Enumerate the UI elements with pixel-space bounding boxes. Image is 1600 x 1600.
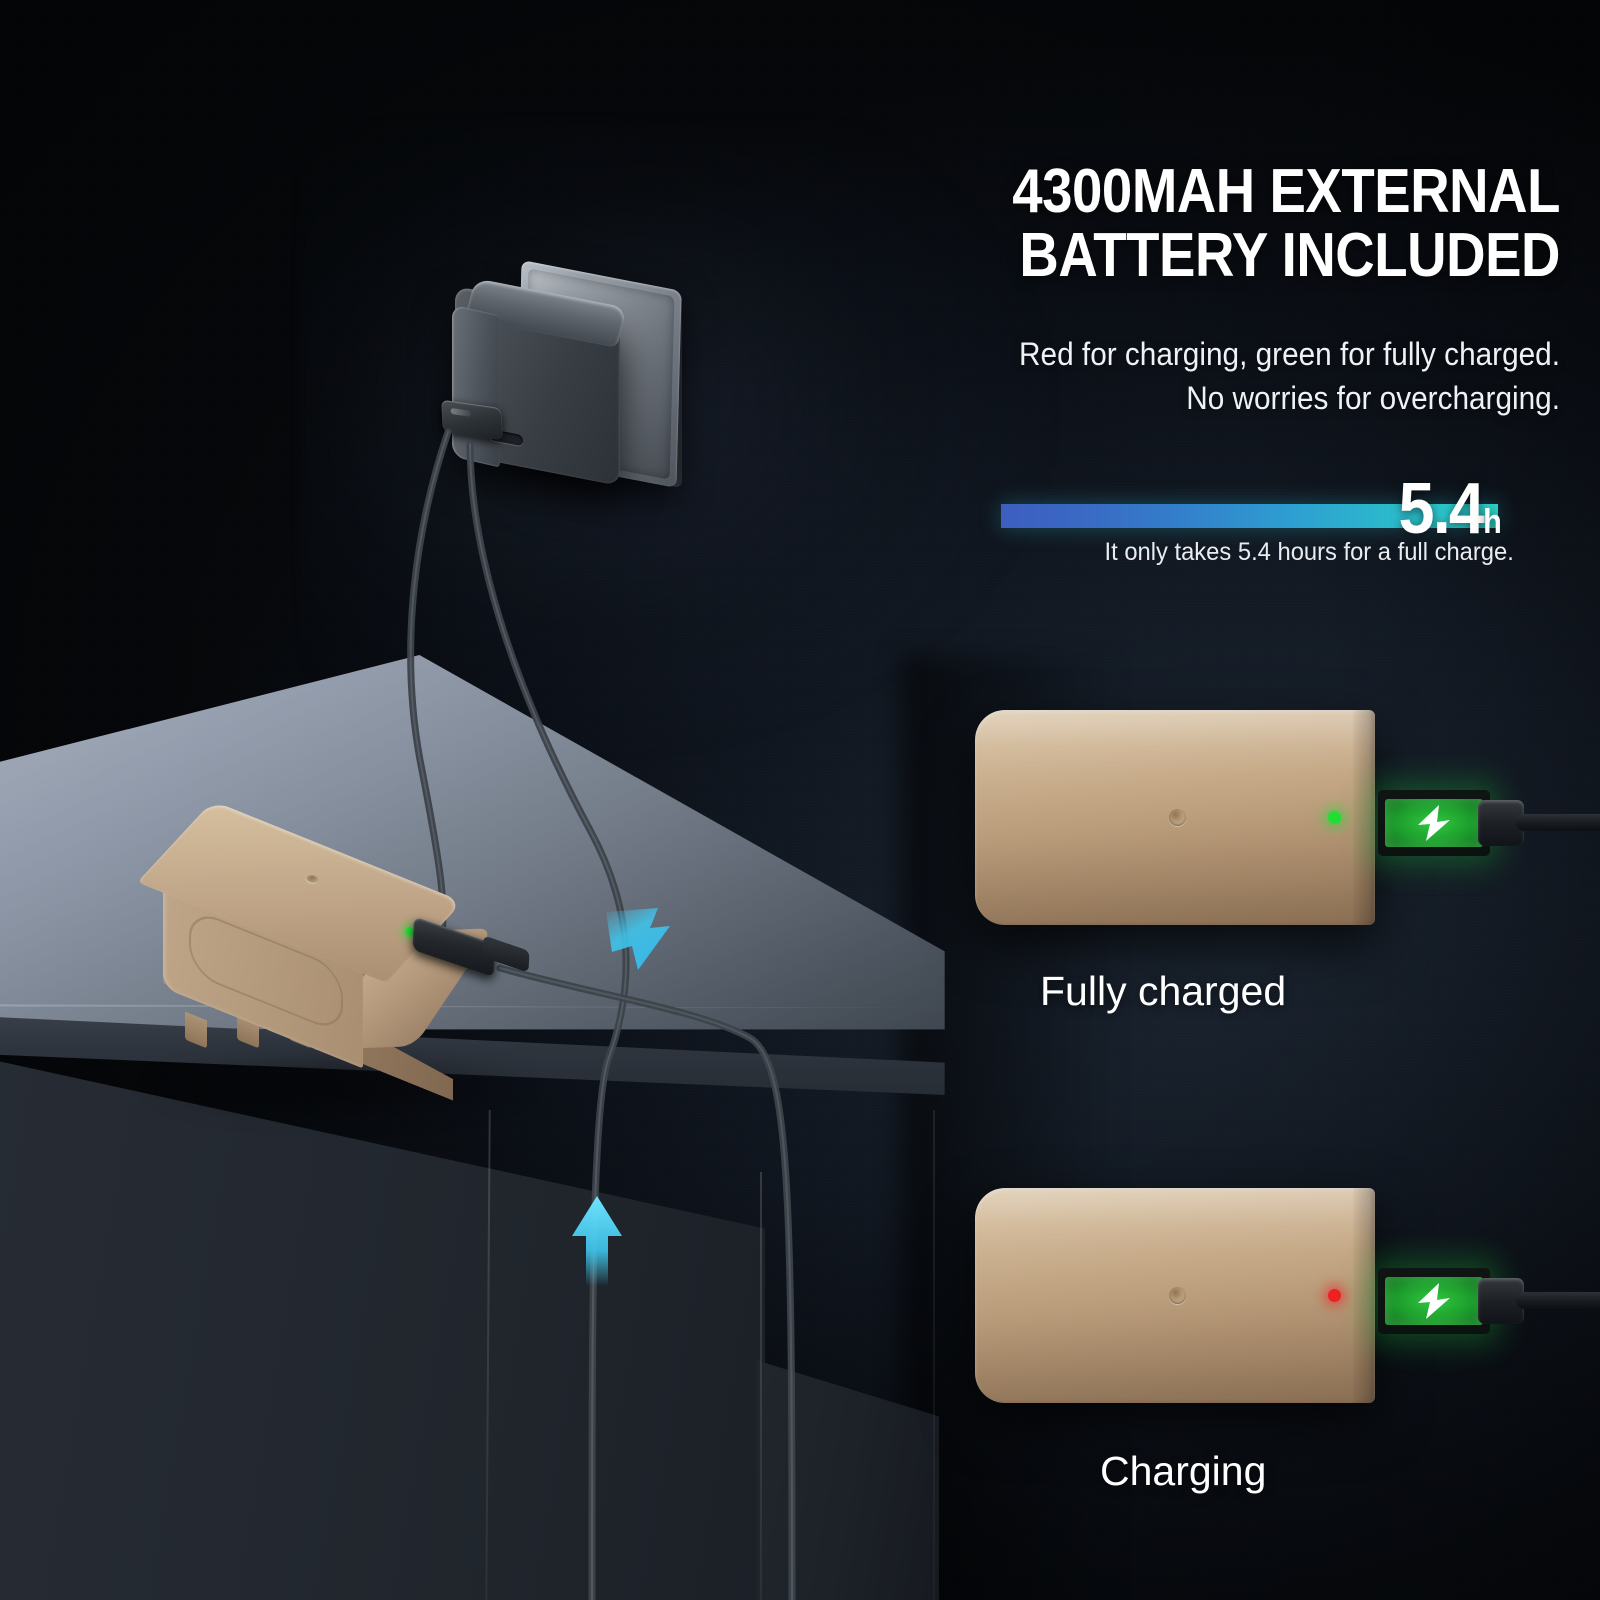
charge-time-note: It only takes 5.4 hours for a full charg… [1104, 538, 1514, 566]
battery-pack-body [975, 1188, 1375, 1403]
card-caption-fully-charged: Fully charged [1040, 968, 1287, 1014]
card-caption-charging: Charging [1100, 1448, 1267, 1494]
headline-line-2: BATTERY INCLUDED [1019, 221, 1560, 291]
battery-screw [1169, 1287, 1186, 1304]
headline: 4300MAH EXTERNAL BATTERY INCLUDED [926, 157, 1560, 291]
usb-c-connector-glow [1378, 1268, 1490, 1334]
desk-battery-foot [185, 1011, 207, 1049]
arrow-up-icon [572, 1196, 622, 1286]
arrow-down-right-icon [606, 908, 670, 970]
desk-battery-pack [137, 800, 530, 1120]
lightning-bolt-icon [1418, 805, 1450, 841]
subcopy-line-1: Red for charging, green for fully charge… [1019, 336, 1560, 372]
headline-line-1: 4300MAH EXTERNAL [1012, 157, 1560, 226]
usb-c-wall-charger-face [452, 304, 500, 468]
charge-progress-bar [1001, 504, 1498, 528]
battery-screw [1169, 809, 1186, 826]
charging-cable [1516, 1292, 1600, 1309]
desk-panel-seam [760, 1172, 762, 1600]
charge-time-unit: h [1483, 503, 1502, 541]
subcopy-line-2: No worries for overcharging. [1186, 379, 1560, 416]
battery-led-indicator-green [1328, 811, 1341, 824]
desk-battery-led-indicator [405, 927, 414, 936]
battery-pack-body [975, 710, 1375, 925]
charge-time-block: 5.4h It only takes 5.4 hours for a full … [975, 469, 1520, 566]
lightning-bolt-icon [1418, 1283, 1450, 1319]
charge-time-value: 5.4 [1398, 469, 1485, 549]
usb-c-connector-glow [1378, 790, 1490, 856]
battery-led-indicator-red [1328, 1289, 1341, 1302]
charge-time-bar-wrap: 5.4h [975, 469, 1520, 549]
desk-battery-shadow [140, 1050, 540, 1122]
charging-cable [1516, 814, 1600, 831]
subcopy: Red for charging, green for fully charge… [890, 333, 1560, 420]
desk-panel-seam [933, 1110, 935, 1600]
charge-time-value-group: 5.4h [1399, 468, 1502, 550]
